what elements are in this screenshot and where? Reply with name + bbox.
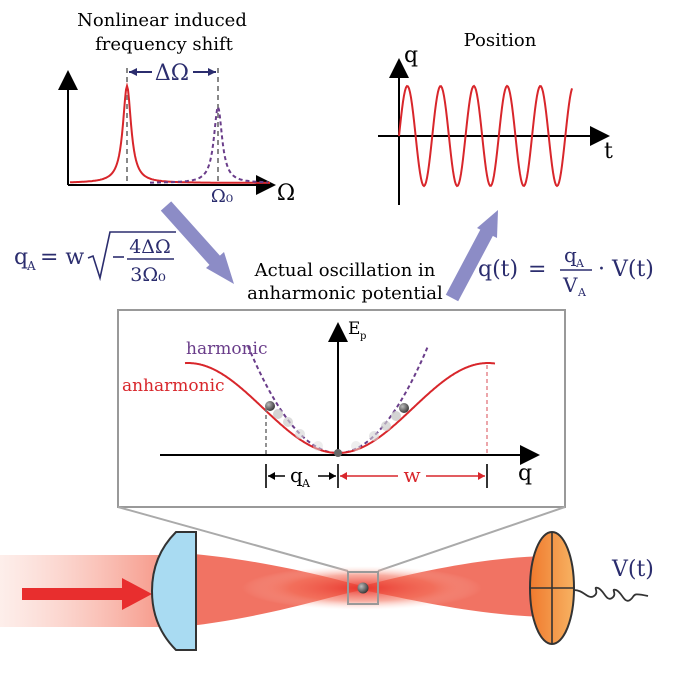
- w-arrowhead-right: [478, 472, 485, 480]
- pos-den: V: [562, 273, 578, 297]
- qa-arrowhead-right: [329, 472, 336, 480]
- position-title: Position: [464, 30, 537, 51]
- amplitude-formula: q A = w 4ΔΩ 3Ω₀: [14, 231, 176, 286]
- trail-ball: [381, 421, 391, 431]
- trail-ball: [369, 431, 379, 441]
- pos-den-sub: A: [577, 286, 587, 299]
- trail-ball: [313, 441, 323, 451]
- delta-arrowhead-left: [129, 68, 137, 76]
- trail-ball: [283, 417, 293, 427]
- zoom-line-right: [377, 506, 566, 572]
- position-x-label: t: [604, 139, 613, 164]
- pos-eq: =: [528, 257, 546, 282]
- spectrum-title-line2: frequency shift: [95, 34, 234, 55]
- potential-y-label: E: [348, 319, 360, 339]
- signal-wire: [573, 586, 649, 602]
- qa-label: q: [290, 463, 303, 487]
- potential-x-label: q: [518, 461, 532, 486]
- pos-num: q: [564, 243, 577, 267]
- spectrum-x-label: Ω: [277, 181, 295, 206]
- optical-setup: V(t): [0, 531, 654, 651]
- particle-ball-center: [334, 449, 342, 457]
- harmonic-curve: [247, 345, 429, 454]
- trail-ball: [351, 441, 361, 451]
- trap-region-box: [347, 571, 379, 605]
- amp-eq: = w: [40, 245, 84, 270]
- amp-lhs: q: [14, 245, 28, 270]
- amp-lhs-sub: A: [26, 259, 36, 273]
- delta-omega-label: ΔΩ: [155, 61, 189, 86]
- potential-y-sub: p: [360, 331, 366, 342]
- delta-arrowhead-right: [208, 68, 216, 76]
- particle-ball-left: [265, 401, 275, 411]
- sqrt-sign: [87, 231, 176, 282]
- potential-panel: E p q harmonic anharmonic q A: [117, 309, 566, 508]
- trail-ball: [391, 411, 401, 421]
- position-panel: Position q t: [378, 30, 613, 205]
- qa-label-sub: A: [301, 477, 311, 490]
- pos-tail: · V(t): [598, 257, 654, 282]
- w-arrowhead-left: [340, 472, 347, 480]
- spectrum-panel: Nonlinear induced frequency shift ΔΩ Ω₀ …: [58, 10, 295, 207]
- w-label: w: [403, 463, 420, 487]
- position-sine-trace: [398, 84, 573, 188]
- amp-den: 3Ω₀: [130, 264, 166, 286]
- spectrum-peak-linear: [150, 103, 268, 184]
- trapped-particle: [357, 582, 369, 594]
- pos-num-sub: A: [575, 257, 585, 270]
- zoom-line-left: [117, 506, 349, 572]
- position-formula: q(t) = q A V A · V(t): [478, 243, 654, 299]
- trail-ball: [273, 409, 283, 419]
- trail-ball: [295, 429, 305, 439]
- laser-arrowhead: [122, 578, 152, 610]
- position-y-label: q: [404, 43, 418, 68]
- spectrum-title-line1: Nonlinear induced: [77, 10, 247, 31]
- flow-arrow-up: [445, 210, 498, 302]
- spectrum-peak-actual: [69, 82, 270, 184]
- qa-arrowhead-left: [268, 472, 275, 480]
- amp-num: 4ΔΩ: [129, 236, 171, 258]
- omega0-label: Ω₀: [211, 186, 233, 207]
- pos-lhs: q(t): [478, 257, 518, 282]
- harmonic-label: harmonic: [186, 339, 267, 359]
- focusing-lens: [150, 531, 197, 651]
- particle-ball-right: [399, 403, 409, 413]
- potential-caption-line1: Actual oscillation in: [254, 260, 436, 281]
- potential-caption-line2: anharmonic potential: [247, 283, 443, 304]
- signal-label: V(t): [611, 557, 654, 582]
- potential-frame: [117, 309, 566, 508]
- anharmonic-label: anharmonic: [122, 376, 225, 396]
- flow-arrow-down: [160, 201, 234, 284]
